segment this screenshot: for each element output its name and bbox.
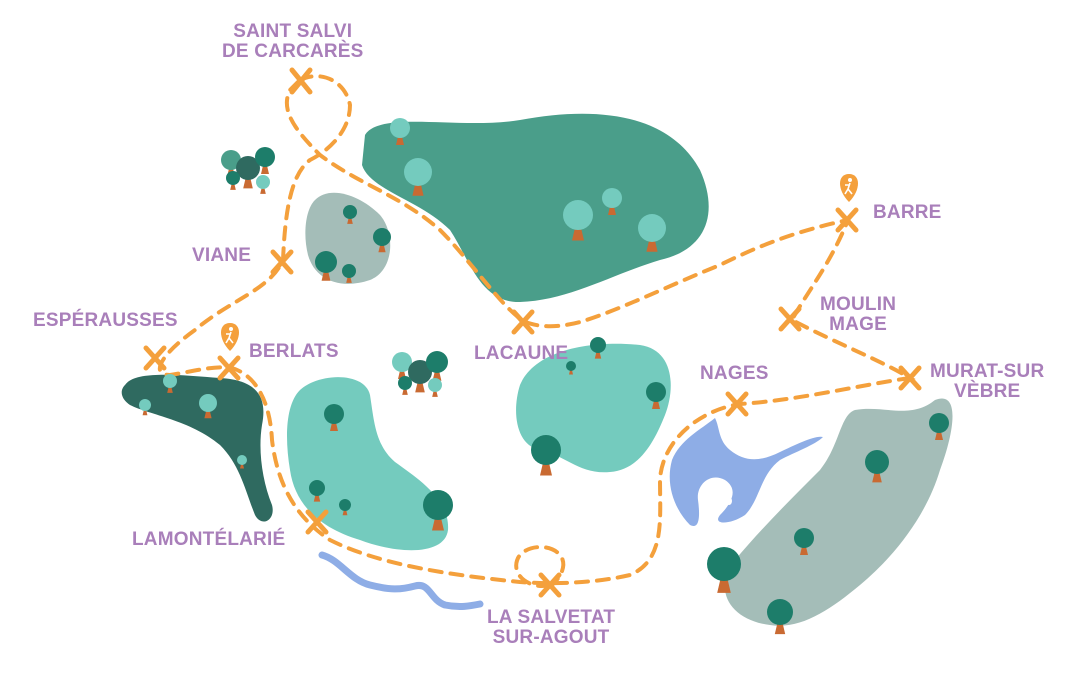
place-label-lacaune: LACAUNE xyxy=(474,343,569,364)
cross-marker-viane xyxy=(270,249,294,275)
cross-marker-berlats xyxy=(217,355,241,381)
tree-icon xyxy=(426,351,448,381)
waypoint-markers xyxy=(143,67,922,598)
label-line: SUR-AGOUT xyxy=(492,627,610,648)
tree-icon xyxy=(404,158,432,196)
tree-icon xyxy=(566,361,576,375)
label-line: MURAT-SUR xyxy=(930,361,1045,382)
place-label-nages: NAGES xyxy=(700,363,769,384)
tree-icon xyxy=(199,394,217,419)
hiking-trail xyxy=(157,74,916,588)
tree-icon xyxy=(255,147,275,174)
cross-marker-lamontelarie xyxy=(305,509,329,535)
label-line: MAGE xyxy=(829,314,887,335)
tree-icon xyxy=(531,435,561,476)
label-line: LA SALVETAT xyxy=(487,607,616,628)
cross-marker-saint-salvi xyxy=(289,67,313,95)
tree-icon xyxy=(423,490,453,531)
tree-icon xyxy=(226,171,240,190)
river-agout xyxy=(318,551,484,611)
place-label-esperausses: ESPÉRAUSSES xyxy=(33,310,178,331)
cross-marker-murat xyxy=(898,365,922,391)
tree-icon xyxy=(139,399,151,416)
tree-icon xyxy=(563,200,593,241)
tree-icon xyxy=(646,382,666,409)
tree-icon xyxy=(398,376,412,395)
tree-icon xyxy=(929,413,949,440)
tree-icon xyxy=(392,352,412,379)
forest-murat xyxy=(724,398,953,626)
cross-marker-lacaune xyxy=(511,309,535,335)
label-line: SAINT SALVI xyxy=(233,21,353,42)
tree-icon xyxy=(163,374,177,393)
lake-island xyxy=(726,497,732,505)
tree-icon xyxy=(236,156,260,189)
cross-marker-barre xyxy=(835,207,859,233)
trees xyxy=(139,118,949,635)
tree-icon xyxy=(342,264,356,283)
tree-icon xyxy=(343,205,357,224)
tree-icon xyxy=(309,480,325,502)
tree-icon xyxy=(428,378,442,397)
forest-berlats xyxy=(287,377,449,551)
tree-icon xyxy=(707,547,741,593)
cross-marker-la-salvetat xyxy=(538,572,562,598)
tree-icon xyxy=(865,450,889,483)
tree-icon xyxy=(237,455,247,469)
tree-icon xyxy=(256,175,270,194)
hiker-pin-icon xyxy=(840,174,858,202)
place-label-barre: BARRE xyxy=(873,202,942,223)
cross-marker-nages xyxy=(725,391,749,417)
place-label-lamontelarie: LAMONTÉLARIÉ xyxy=(132,529,286,550)
tree-icon xyxy=(315,251,337,281)
tree-icon xyxy=(602,188,622,215)
tree-icon xyxy=(324,404,344,431)
tree-icon xyxy=(794,528,814,555)
lake-nages xyxy=(669,418,823,526)
tree-icon xyxy=(390,118,410,145)
label-line: MOULIN xyxy=(820,294,897,315)
forest-lacaune-north xyxy=(362,113,709,303)
cross-marker-esperausses xyxy=(143,345,167,371)
place-label-berlats: BERLATS xyxy=(249,341,339,362)
tree-icon xyxy=(638,214,666,252)
tree-icon xyxy=(408,360,432,393)
tree-icon xyxy=(590,337,606,359)
label-line: DE CARCARÈS xyxy=(222,41,364,62)
tree-icon xyxy=(767,599,793,635)
cross-marker-moulin-mage xyxy=(778,306,802,332)
tree-icon xyxy=(339,499,351,516)
place-label-viane: VIANE xyxy=(192,245,252,266)
hiker-pin-icon xyxy=(221,323,239,351)
label-line: VÈBRE xyxy=(953,381,1021,402)
forest-esperausses xyxy=(121,374,273,522)
tree-icon xyxy=(373,228,391,253)
